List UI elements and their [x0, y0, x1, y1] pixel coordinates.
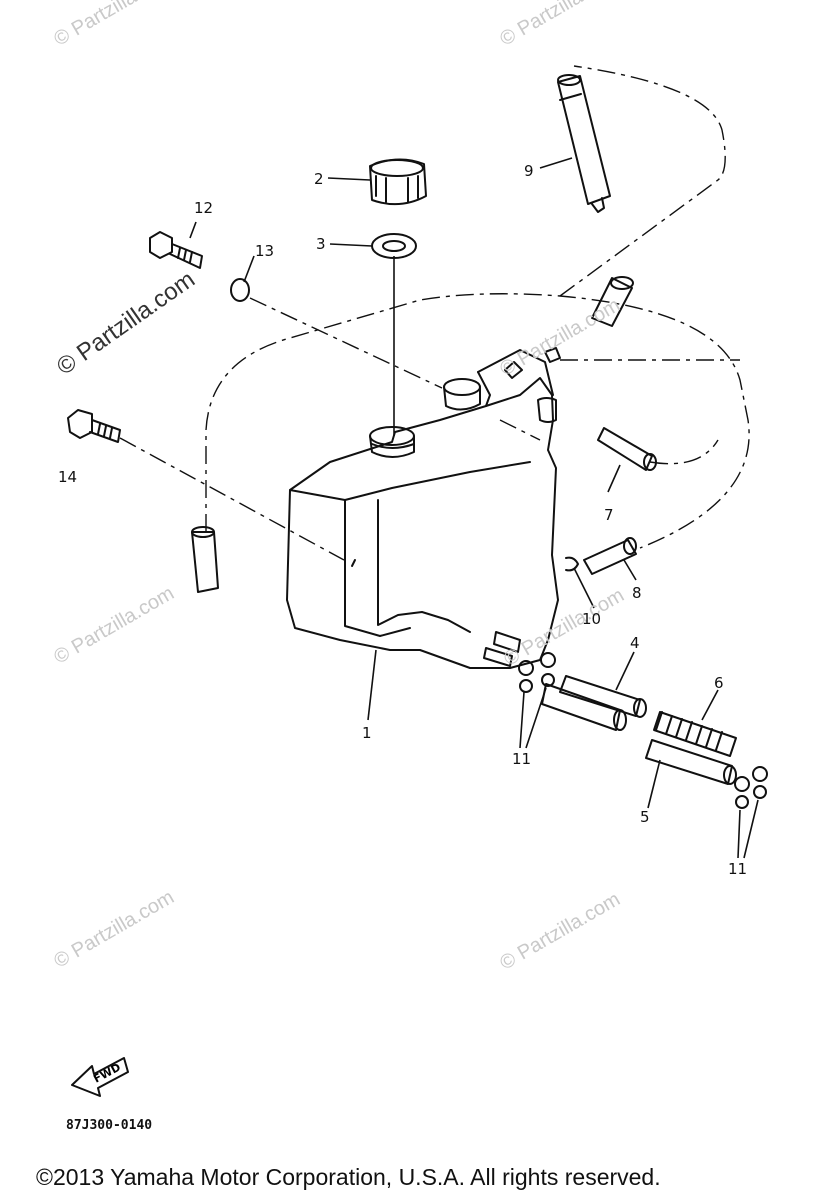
cap [369, 158, 427, 206]
copyright-notice: ©2013 Yamaha Motor Corporation, U.S.A. A… [36, 1164, 661, 1190]
bolt-14 [67, 409, 121, 443]
callout-12: 12 [194, 199, 214, 217]
callout-8: 8 [632, 584, 642, 602]
hose-4 [541, 675, 647, 731]
oil-tank [286, 349, 559, 669]
hose-9 [557, 74, 611, 213]
callout-14: 14 [58, 468, 78, 486]
spring-6 [653, 711, 737, 757]
callout-1: 1 [362, 724, 372, 742]
fwd-arrow-icon [71, 1057, 129, 1097]
part-code: 87J300-0140 [66, 1118, 153, 1133]
callout-9: 9 [524, 162, 534, 180]
callout-5: 5 [640, 808, 650, 826]
bolt-12 [149, 231, 203, 269]
gasket [371, 233, 417, 259]
fwd-label: FWD [91, 1061, 123, 1086]
callout-11a: 11 [512, 750, 532, 768]
callout-2: 2 [314, 170, 324, 188]
callout-10: 10 [582, 610, 602, 628]
callout-13: 13 [255, 242, 275, 260]
callout-11b: 11 [728, 860, 748, 878]
callout-7: 7 [604, 506, 614, 524]
washer [230, 278, 250, 302]
callout-4: 4 [630, 634, 640, 652]
callout-6: 6 [714, 674, 724, 692]
callout-3: 3 [316, 235, 326, 253]
